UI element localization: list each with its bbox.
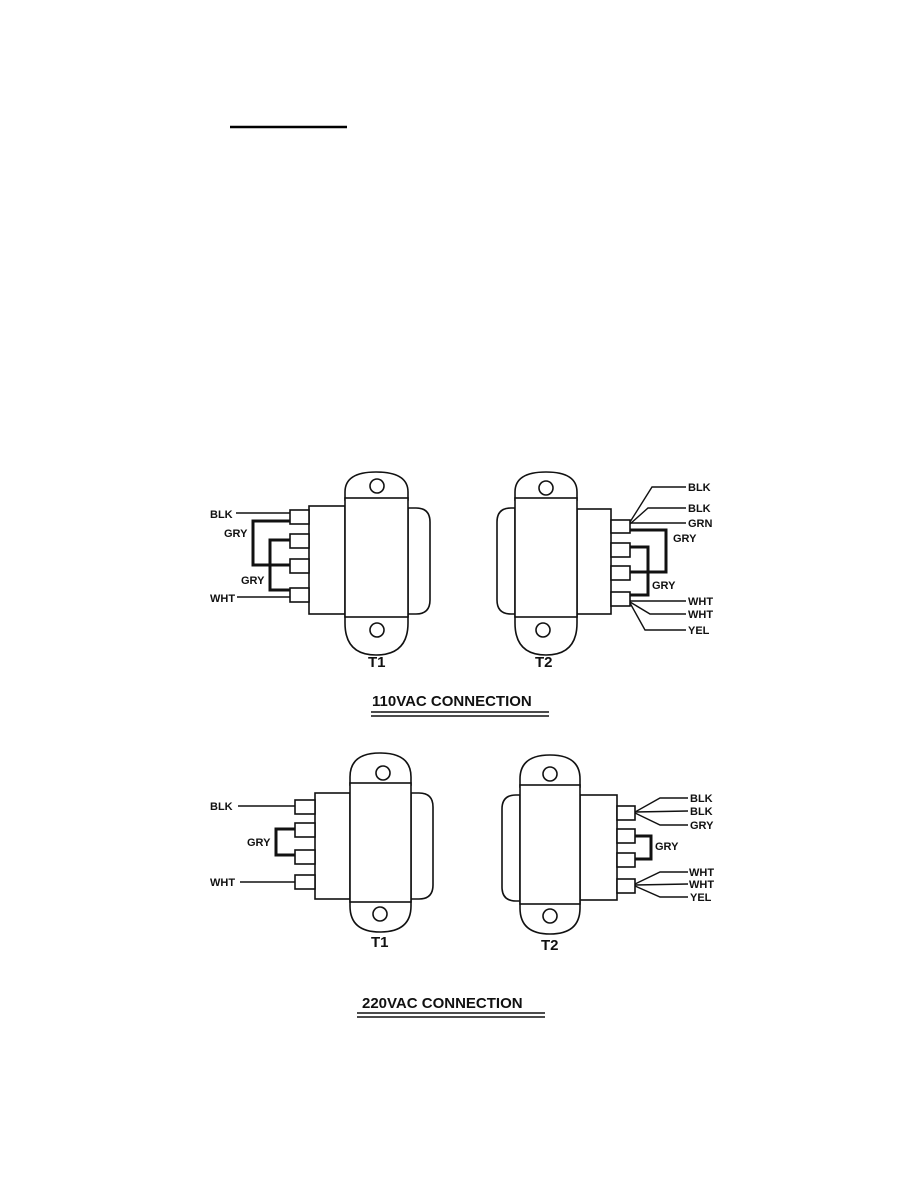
wire-label: WHT — [688, 596, 713, 608]
wire-label: GRY — [673, 533, 697, 545]
wire-label: GRY — [247, 837, 271, 849]
wire-label: GRY — [690, 820, 714, 832]
wire-label: YEL — [690, 892, 712, 904]
transformer-label: T2 — [535, 654, 553, 671]
wire-label: YEL — [688, 625, 710, 637]
wire-label: GRY — [652, 580, 676, 592]
transformer-t2-110: BLK BLK GRN GRY GRY WHT WHT YEL T2 — [496, 471, 713, 671]
transformer-t1-220: BLK GRY WHT T1 — [210, 752, 434, 951]
wire-label: GRY — [224, 528, 248, 540]
wire-label: WHT — [689, 867, 714, 879]
transformer-t1-110: BLK GRY GRY WHT T1 — [210, 471, 431, 671]
transformer-t2-220: BLK BLK GRY GRY WHT WHT YEL T2 — [501, 754, 714, 954]
wire-label: BLK — [690, 793, 713, 805]
diagram-title: 220VAC CONNECTION — [362, 995, 523, 1012]
transformer-label: T2 — [541, 937, 559, 954]
transformer-label: T1 — [371, 934, 389, 951]
wire-label: BLK — [688, 482, 711, 494]
wire-label: GRY — [655, 841, 679, 853]
wire-label: WHT — [210, 877, 235, 889]
wire-label: BLK — [210, 801, 233, 813]
wire-label: WHT — [210, 593, 235, 605]
wire-label: GRN — [688, 518, 713, 530]
transformer-label: T1 — [368, 654, 386, 671]
diagram-title: 110VAC CONNECTION — [372, 693, 532, 710]
wire-label: GRY — [241, 575, 265, 587]
wire-label: WHT — [688, 609, 713, 621]
wire-label: BLK — [688, 503, 711, 515]
wire-label: BLK — [690, 806, 713, 818]
wire-label: WHT — [689, 879, 714, 891]
wire-label: BLK — [210, 509, 233, 521]
